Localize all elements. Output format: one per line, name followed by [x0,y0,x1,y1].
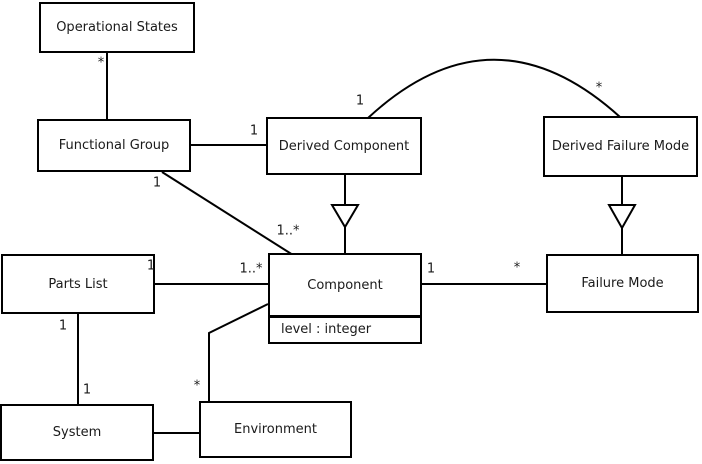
class-system: System [0,404,154,461]
class-name-label: Parts List [48,276,108,292]
multiplicity-curve-derived-component-end: 1 [355,93,365,109]
class-name-label: Derived Failure Mode [551,139,690,154]
inheritance-triangle-icon [607,204,637,231]
class-name-label: Failure Mode [581,276,664,291]
inheritance-triangle-icon [330,204,360,229]
class-derived-failure-mode: Derived Failure Mode [543,116,698,177]
multiplicity-component-end-from-functional-group: 1..* [276,223,300,239]
multiplicity-derived-component-end: 1 [249,123,259,139]
multiplicity-component-end-to-failure-mode: 1 [426,261,436,277]
multiplicity-curve-derived-failure-mode-end: * [595,80,603,96]
class-functional-group: Functional Group [37,119,191,172]
connector-curve-derived-component-derived-failure-mode [367,58,621,119]
class-component: Component level : integer [268,253,422,344]
class-failure-mode: Failure Mode [546,254,699,313]
multiplicity-functional-group-end: 1 [152,175,162,191]
class-name-label: System [52,425,102,440]
multiplicity-parts-list-system-upper: 1 [58,318,68,334]
multiplicity-environment-end: * [193,378,201,394]
multiplicity-parts-list-system-lower: 1 [82,382,92,398]
class-name-label: Environment [233,422,317,437]
class-name-label: Component [307,277,383,293]
multiplicity-component-end-from-parts-list: 1..* [239,261,263,277]
multiplicity-parts-list-end: 1 [146,258,156,274]
class-parts-list: Parts List [1,254,155,314]
class-name-label: Derived Component [278,138,410,154]
class-name-label: Operational States [56,20,178,35]
connector-component-environment [208,303,269,401]
class-attribute-label: level : integer [270,315,420,342]
class-derived-component: Derived Component [266,117,422,175]
multiplicity-operational-states-end: * [97,55,105,71]
class-environment: Environment [199,401,352,458]
multiplicity-failure-mode-end: * [513,260,521,276]
class-operational-states: Operational States [39,2,195,53]
connector-functional-group-component [161,171,294,256]
class-name-label: Functional Group [58,138,170,153]
